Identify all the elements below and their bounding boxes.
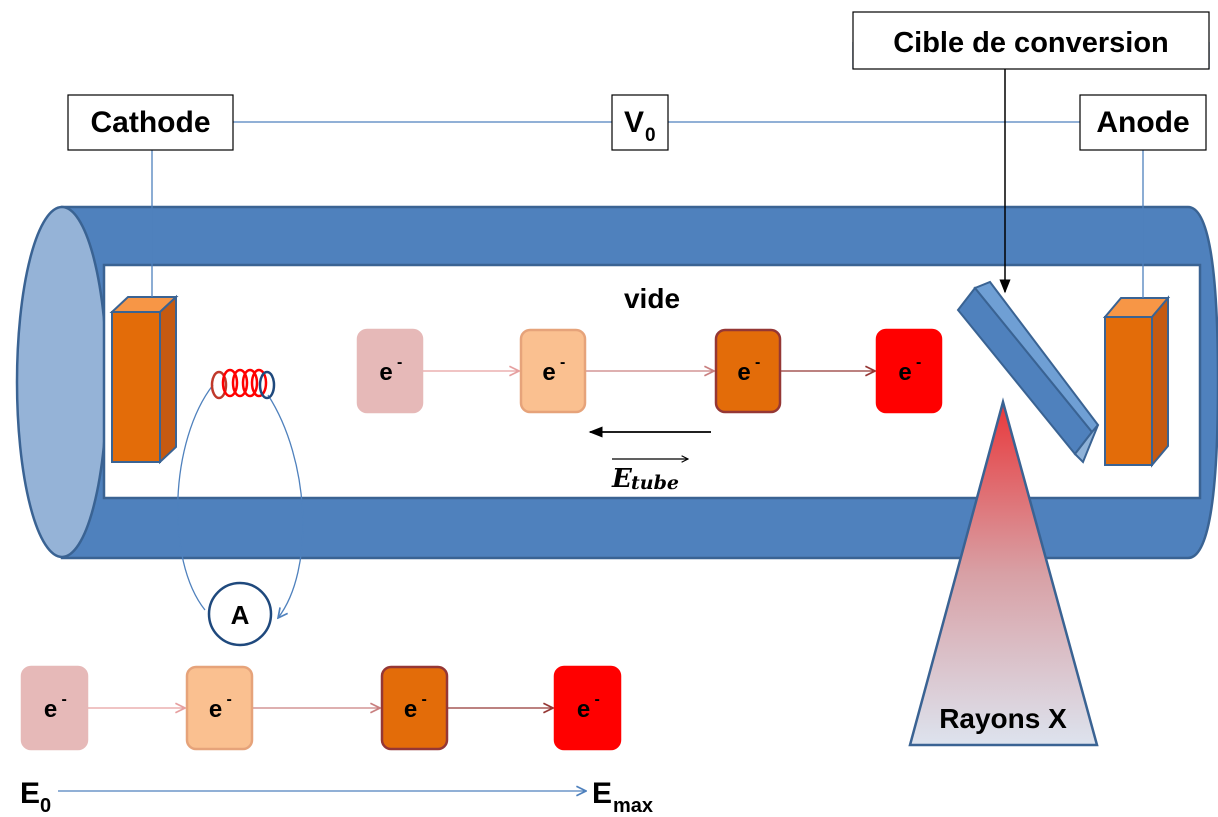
energy-end-subscript: max [613, 795, 653, 817]
cathode-electrode [109, 294, 179, 465]
electron-symbol: e [737, 359, 750, 386]
energy-scale: E 0 E max [20, 777, 653, 817]
anode-label: Anode [1096, 106, 1189, 139]
energy-end-label: E [592, 777, 612, 810]
target-label: Cible de conversion [893, 27, 1169, 59]
electron-box [553, 665, 622, 751]
electron-symbol: e [577, 696, 590, 723]
field-indicator: E tube [588, 426, 711, 494]
conversion-target [956, 280, 1100, 464]
cathode-label: Cathode [91, 106, 211, 139]
electron-charge: - [595, 691, 600, 708]
voltage-label-box: V 0 [611, 94, 669, 151]
electron-symbol: e [898, 359, 911, 386]
electron-charge: - [560, 354, 565, 371]
energy-start-label: E [20, 777, 40, 810]
electron-box [714, 328, 782, 414]
cathode-label-box: Cathode [67, 94, 234, 151]
target-label-box: Cible de conversion [852, 11, 1210, 70]
xray-beam: Rayons X [908, 397, 1099, 747]
anode-electrode [1102, 295, 1171, 468]
electron-symbol: e [44, 696, 57, 723]
anode-label-box: Anode [1079, 94, 1207, 151]
electron-charge: - [62, 691, 67, 708]
field-subscript: tube [631, 472, 679, 494]
electron-box [20, 665, 89, 751]
electron-chain-legend: e-e-e-e- [20, 665, 622, 751]
vacuum-label: vide [624, 283, 680, 314]
electron-charge: - [755, 354, 760, 371]
electron-box [356, 328, 424, 414]
electron-box [380, 665, 449, 751]
electron-chain-tube: e-e-e-e- [356, 328, 943, 414]
ammeter-label: A [231, 600, 250, 630]
field-label: E [611, 464, 633, 494]
electron-symbol: e [542, 359, 555, 386]
tube-end-cap [15, 205, 109, 559]
electron-box [875, 328, 943, 414]
electron-charge: - [916, 354, 921, 371]
xray-label: Rayons X [939, 703, 1067, 734]
electron-charge: - [227, 691, 232, 708]
electron-charge: - [397, 354, 402, 371]
electron-symbol: e [209, 696, 222, 723]
filament-circuit: A [177, 368, 304, 647]
electron-symbol: e [404, 696, 417, 723]
filament-coil-icon [210, 368, 276, 400]
ammeter: A [207, 581, 273, 647]
electron-box [185, 665, 254, 751]
electron-box [519, 328, 587, 414]
energy-start-subscript: 0 [40, 795, 51, 817]
electron-charge: - [422, 691, 427, 708]
voltage-subscript: 0 [645, 125, 656, 146]
voltage-label: V [624, 106, 644, 139]
electron-symbol: e [379, 359, 392, 386]
